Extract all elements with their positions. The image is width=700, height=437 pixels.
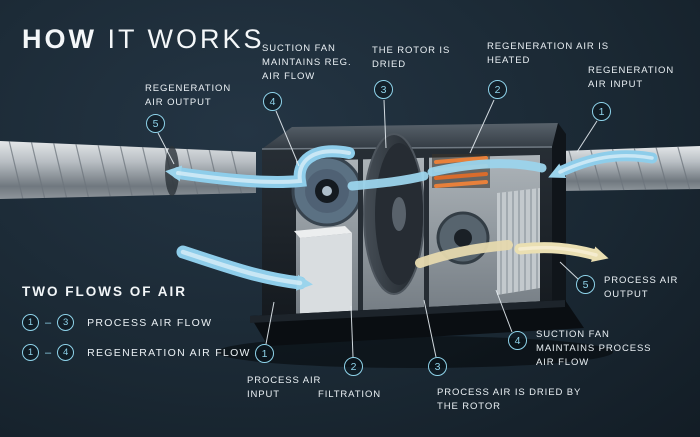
callout-badge-4: 4 bbox=[263, 92, 282, 111]
legend-label: REGENERATION AIR FLOW bbox=[87, 346, 251, 359]
callout-label: REGENERATION AIR IS HEATED bbox=[487, 41, 609, 66]
callout-badge-5: 5 bbox=[146, 114, 165, 133]
callout-label: THE ROTOR IS DRIED bbox=[372, 45, 451, 70]
airflow-arrows bbox=[165, 145, 658, 291]
legend-label: PROCESS AIR FLOW bbox=[87, 316, 213, 329]
callout-leader-lines bbox=[157, 99, 598, 358]
machine-base bbox=[250, 300, 584, 346]
legend-badge-start: 1 bbox=[22, 344, 39, 361]
callout-badge-2: 2 bbox=[344, 357, 363, 376]
callout-label: PROCESS AIR OUTPUT bbox=[604, 275, 679, 300]
process-fan-housing bbox=[300, 233, 352, 317]
legend-row-process-air-flow: 1 – 3 PROCESS AIR FLOW bbox=[22, 314, 251, 331]
cabinet-right-edge bbox=[552, 123, 566, 318]
callout-label: PROCESS AIR IS DRIED BY THE ROTOR bbox=[437, 387, 582, 412]
callout-badge-3: 3 bbox=[374, 80, 393, 99]
callout-badge-1: 1 bbox=[255, 344, 274, 363]
desiccant-rotor bbox=[363, 133, 425, 295]
legend-dash: – bbox=[45, 346, 52, 359]
callout-badge-2: 2 bbox=[488, 80, 507, 99]
legend: TWO FLOWS OF AIR 1 – 3 PROCESS AIR FLOW … bbox=[22, 284, 251, 374]
legend-dash: – bbox=[45, 316, 52, 329]
callout-badge-1: 1 bbox=[592, 102, 611, 121]
cabinet-top bbox=[262, 123, 558, 149]
title-light: IT WORKS bbox=[107, 24, 265, 54]
regeneration-output-duct bbox=[0, 141, 256, 199]
callout-label: FILTRATION bbox=[318, 389, 382, 400]
page-title: HOW IT WORKS bbox=[22, 24, 265, 55]
callout-label: REGENERATION AIR OUTPUT bbox=[145, 83, 232, 108]
regeneration-flow-arrow bbox=[427, 159, 547, 177]
legend-row-regeneration-air-flow: 1 – 4 REGENERATION AIR FLOW bbox=[22, 344, 251, 361]
callout-label: SUCTION FAN MAINTAINS REG. AIR FLOW bbox=[262, 43, 352, 82]
legend-title: TWO FLOWS OF AIR bbox=[22, 284, 187, 299]
callout-label: SUCTION FAN MAINTAINS PROCESS AIR FLOW bbox=[536, 329, 652, 368]
title-strong: HOW bbox=[22, 24, 97, 54]
callout-label: REGENERATION AIR INPUT bbox=[588, 65, 675, 90]
divider-left bbox=[358, 151, 363, 315]
callout-badge-4: 4 bbox=[508, 331, 527, 350]
legend-badge-start: 1 bbox=[22, 314, 39, 331]
callout-badge-5: 5 bbox=[576, 275, 595, 294]
divider-right bbox=[424, 150, 429, 315]
housing-top bbox=[294, 226, 352, 238]
rotor-to-fan-arrow bbox=[347, 171, 429, 191]
legend-badge-end: 3 bbox=[57, 314, 75, 331]
callout-label: PROCESS AIR INPUT bbox=[247, 375, 322, 400]
dried-air-arrow bbox=[415, 240, 513, 268]
callout-badge-3: 3 bbox=[428, 357, 447, 376]
filter-panel bbox=[497, 188, 540, 295]
legend-badge-end: 4 bbox=[57, 344, 75, 361]
